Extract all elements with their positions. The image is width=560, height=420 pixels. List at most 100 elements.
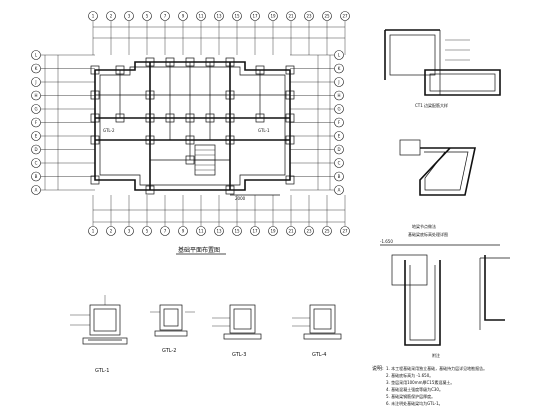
svg-text:19: 19 (270, 14, 276, 19)
detail-gtl3: GTL-3 (212, 304, 262, 358)
svg-text:17: 17 (252, 229, 258, 234)
svg-text:A: A (35, 188, 38, 193)
axis-bubble-bottom: 21 (286, 226, 296, 236)
svg-text:2: 2 (110, 229, 113, 234)
axis-bubble-bottom: 23 (304, 226, 314, 236)
axis-bubble-left: K (31, 63, 41, 74)
footing-pad (205, 113, 215, 123)
footing-pad (165, 113, 175, 123)
right-details: CT1 边梁配筋大样 地梁节点做法 基础梁底标高处理详图 -1.650 附注 (380, 29, 510, 358)
footing-pad (145, 185, 155, 195)
detail-label-gtl2: GTL-2 (162, 348, 176, 354)
note-line-3: 3. 垫层采用100mm厚C15素混凝土。 (386, 379, 454, 385)
svg-text:D: D (34, 147, 37, 152)
svg-text:L: L (35, 53, 38, 58)
plan-label-gtl1: GTL-1 (258, 128, 270, 133)
axis-bubble-right: G (334, 104, 344, 114)
footing-pad (90, 65, 100, 75)
detail-label-gtl4: GTL-4 (312, 352, 326, 358)
axis-bubble-bottom: 1 (88, 226, 98, 236)
svg-text:13: 13 (216, 229, 222, 234)
detail-b-caption: 地梁节点做法 (412, 223, 436, 229)
axis-bubble-bottom: 25 (322, 226, 332, 236)
svg-text:L: L (338, 53, 341, 58)
svg-text:9: 9 (182, 229, 185, 234)
axis-bubble-left: C (31, 158, 41, 168)
footing-pad (225, 90, 235, 100)
footing-pad (90, 135, 100, 145)
axis-bubble-right: K (334, 63, 344, 74)
footing-pad (145, 113, 155, 123)
notes-heading: 说明: (372, 365, 384, 372)
axis-bubble-top: 11 (196, 11, 206, 21)
axis-bubble-right: D (334, 144, 344, 155)
plan-label-gtl2: GTL-2 (103, 128, 115, 133)
detail-wall-footing: -1.650 附注 (380, 239, 510, 358)
axis-bubble-top: 25 (322, 11, 332, 21)
axis-bubble-right: F (334, 117, 344, 128)
axis-bubble-top: 5 (142, 11, 152, 21)
detail-gtl1: GTL-1 (70, 295, 128, 374)
svg-text:11: 11 (198, 229, 204, 234)
detail-ground-beam: 地梁节点做法 基础梁底标高处理详图 (399, 139, 476, 237)
svg-text:D: D (337, 147, 340, 152)
svg-text:23: 23 (306, 229, 312, 234)
axis-bubble-bottom: 11 (196, 226, 206, 236)
axis-bubble-bottom: 5 (142, 226, 152, 236)
footing-pad (90, 175, 100, 185)
footing-pad (90, 90, 100, 100)
svg-text:5: 5 (146, 14, 149, 19)
svg-text:25: 25 (324, 14, 330, 19)
axis-bubble-left: F (31, 117, 41, 128)
footing-pad (185, 113, 195, 123)
svg-text:B: B (338, 174, 341, 179)
axis-bubble-left: D (31, 144, 41, 155)
footing-pad (90, 113, 100, 123)
footing-pad (185, 155, 195, 165)
detail-c-caption: 附注 (432, 352, 440, 358)
detail-b-subcaption: 基础梁底标高处理详图 (408, 231, 448, 237)
axis-bubble-top: 15 (232, 11, 242, 21)
axis-bubble-left: G (31, 104, 41, 114)
svg-text:A: A (338, 188, 341, 193)
svg-text:17: 17 (252, 14, 258, 19)
axis-bubble-bottom: 15 (232, 226, 242, 236)
note-line-6: 6. 未注明处基础梁均为GTL-1。 (386, 400, 443, 406)
svg-text:C: C (338, 161, 341, 166)
svg-text:1: 1 (92, 229, 95, 234)
footing-pad (145, 90, 155, 100)
svg-text:F: F (338, 120, 341, 125)
footing-pad (165, 57, 175, 67)
note-line-1: 1. 本工程基础采用独立基础，基础持力层详见地勘报告。 (386, 365, 487, 371)
svg-text:E: E (338, 134, 341, 139)
svg-text:F: F (35, 120, 38, 125)
axis-bubble-top: 19 (268, 11, 278, 21)
axis-bubble-right: H (334, 90, 344, 101)
note-line-4: 4. 基础混凝土强度等级为C30。 (386, 386, 443, 392)
footing-pad (285, 135, 295, 145)
svg-text:1: 1 (92, 14, 95, 19)
svg-text:7: 7 (164, 229, 167, 234)
footing-pad (255, 113, 265, 123)
detail-label-gtl3: GTL-3 (232, 352, 246, 358)
svg-text:K: K (35, 66, 38, 71)
svg-text:7: 7 (164, 14, 167, 19)
axis-bubble-left: H (31, 90, 41, 101)
svg-text:5: 5 (146, 229, 149, 234)
svg-text:15: 15 (234, 229, 240, 234)
axis-bubble-bottom: 19 (268, 226, 278, 236)
axis-bubble-top: 1 (88, 11, 98, 21)
footing-pad (285, 65, 295, 75)
svg-text:25: 25 (324, 229, 330, 234)
footing-pad (145, 57, 155, 67)
svg-text:K: K (338, 66, 341, 71)
detail-label-gtl1: GTL-1 (95, 368, 109, 374)
axis-bubble-left: L (31, 50, 41, 60)
svg-text:27: 27 (342, 229, 348, 234)
axis-bubble-right: B (334, 171, 344, 182)
footing-pad (285, 113, 295, 123)
footing-pad (255, 65, 265, 75)
plan-dim-note: 2000 (235, 196, 246, 201)
axis-bubble-right: J (334, 77, 344, 87)
